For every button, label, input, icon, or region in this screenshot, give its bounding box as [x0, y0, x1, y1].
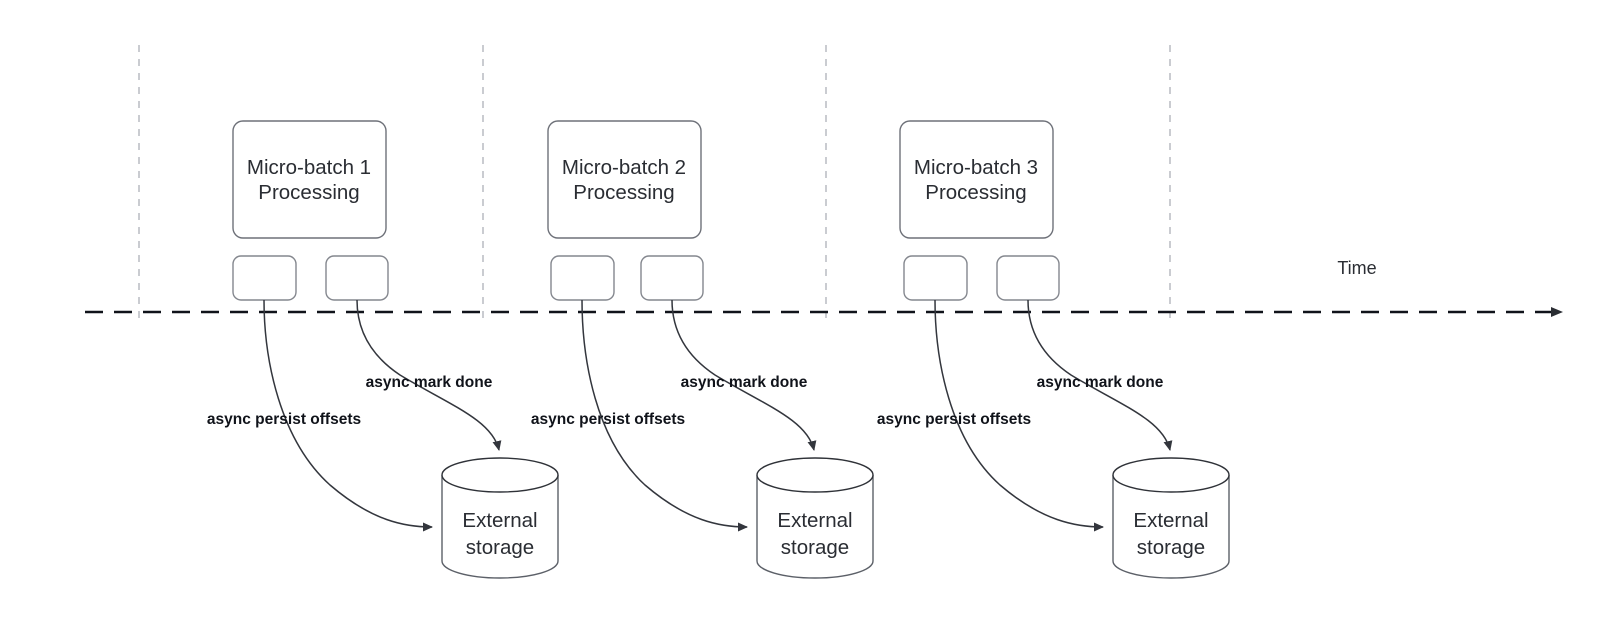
micro-batch-2-task-box-a[interactable]: [550, 255, 615, 301]
micro-batch-2-label-line2: Processing: [573, 181, 674, 204]
micro-batch-3-task-box-b[interactable]: [996, 255, 1060, 301]
micro-batch-3-mark-done-label: async mark done: [1037, 374, 1164, 391]
micro-batch-2-label-line1: Micro-batch 2: [562, 156, 686, 179]
micro-batch-3-process-box[interactable]: [899, 120, 1054, 239]
external-storage-2[interactable]: External storage: [756, 457, 874, 579]
micro-batch-2-persist-offsets-connector: [581, 299, 748, 532]
micro-batch-1-task-box-a[interactable]: [232, 255, 297, 301]
micro-batch-2-mark-done-label: async mark done: [681, 374, 808, 391]
external-storage-3[interactable]: External storage: [1112, 457, 1230, 579]
external-storage-3-top: [1112, 457, 1230, 493]
external-storage-3-label-line1: External: [1133, 509, 1208, 532]
external-storage-1-top: [441, 457, 559, 493]
micro-batch-3-persist-offsets-label: async persist offsets: [877, 411, 1031, 428]
micro-batch-3-persist-offsets-connector: [934, 299, 1104, 532]
micro-batch-group-1: Micro-batch 1 Processing async persist o…: [207, 120, 559, 579]
micro-batch-2-process-box[interactable]: [547, 120, 702, 239]
external-storage-2-top: [756, 457, 874, 493]
micro-batch-group-2: Micro-batch 2 Processing async persist o…: [531, 120, 874, 579]
micro-batch-1-task-box-b[interactable]: [325, 255, 389, 301]
external-storage-3-label-line2: storage: [1137, 536, 1205, 559]
micro-batch-1-mark-done-label: async mark done: [366, 374, 493, 391]
batch-boundary-lines: [138, 45, 1171, 325]
micro-batch-1-label-line2: Processing: [258, 181, 359, 204]
micro-batch-2-task-box-b[interactable]: [640, 255, 704, 301]
external-storage-3-body: [1112, 475, 1230, 579]
external-storage-2-body: [756, 475, 874, 579]
micro-batch-1-mark-done-connector: [356, 299, 502, 451]
external-storage-1[interactable]: External storage: [441, 457, 559, 579]
micro-batch-2-persist-offsets-label: async persist offsets: [531, 411, 685, 428]
micro-batch-1-persist-offsets-label: async persist offsets: [207, 411, 361, 428]
external-storage-2-label-line2: storage: [781, 536, 849, 559]
external-storage-1-label-line1: External: [462, 509, 537, 532]
external-storage-2-label-line1: External: [777, 509, 852, 532]
external-storage-1-body: [441, 475, 559, 579]
micro-batch-1-process-box[interactable]: [232, 120, 387, 239]
micro-batch-2-mark-done-connector: [671, 299, 817, 451]
micro-batch-3-label-line1: Micro-batch 3: [914, 156, 1038, 179]
micro-batch-3-label-line2: Processing: [925, 181, 1026, 204]
micro-batch-1-persist-offsets-connector: [263, 299, 433, 532]
micro-batch-3-task-box-a[interactable]: [903, 255, 968, 301]
micro-batch-1-label-line1: Micro-batch 1: [247, 156, 371, 179]
external-storage-1-label-line2: storage: [466, 536, 534, 559]
timeline-label: Time: [1337, 258, 1376, 278]
micro-batch-group-3: Micro-batch 3 Processing async persist o…: [877, 120, 1230, 579]
micro-batch-3-mark-done-connector: [1027, 299, 1173, 451]
